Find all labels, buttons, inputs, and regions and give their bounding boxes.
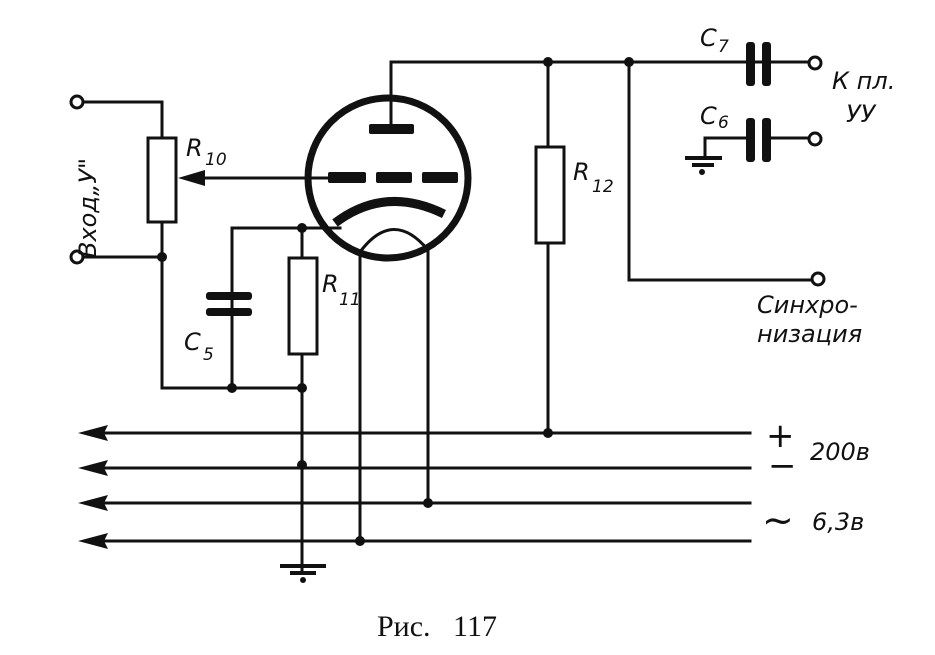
ground-icon (699, 169, 705, 175)
arrow-left-icon (78, 495, 108, 511)
tube-envelope (304, 94, 472, 262)
cathode-network (206, 223, 342, 583)
junction-dot (543, 428, 553, 438)
capacitor-c7-plate (746, 42, 755, 86)
anode-wire (389, 60, 787, 66)
bus-ac-symbol: ~ (762, 498, 794, 542)
r12-label-letter: R (573, 158, 590, 186)
input-label: Вход„У" (74, 158, 102, 258)
c7-label-sub: 7 (718, 37, 729, 57)
r10-label-sub: 10 (205, 150, 227, 170)
output-terminal-1[interactable] (807, 55, 823, 71)
heater-filament (358, 228, 430, 253)
r11-label-sub: 11 (339, 290, 361, 310)
sync-label-line2: низация (757, 320, 862, 348)
c7-label-letter: C (700, 24, 717, 52)
c5-label-sub: 5 (203, 345, 214, 365)
anode-plate (369, 124, 414, 134)
junction-dot (227, 383, 237, 393)
bus-plus-label: + (766, 416, 795, 456)
triode-tube (304, 62, 472, 546)
c6-label-sub: 6 (718, 113, 729, 133)
capacitor-c6-plate (746, 118, 755, 162)
arrow-left-icon (78, 425, 108, 441)
arrow-left-icon (78, 533, 108, 549)
wire (160, 220, 307, 390)
resistor-r10 (146, 136, 178, 224)
arrow-left-icon (78, 460, 108, 476)
input-section (69, 94, 332, 390)
sync-label-line1: Синхро- (757, 291, 858, 319)
c5-label-letter: C (184, 328, 201, 356)
junction-dot (297, 383, 307, 393)
figure-caption: Рис. 117 (377, 610, 497, 643)
output-label-line1: К пл. (832, 67, 895, 95)
junction-dot (297, 460, 307, 470)
grid-segment (328, 172, 366, 183)
r10-label-letter: R (186, 134, 203, 162)
resistor-r12 (534, 145, 566, 245)
capacitor-c5-plate (206, 308, 252, 316)
input-terminal-top[interactable] (69, 94, 85, 110)
capacitor-c7-plate (762, 42, 771, 86)
output-terminal-2[interactable] (807, 131, 823, 147)
junction-dot (157, 252, 167, 262)
bus-ac-voltage-label: 6,3в (812, 508, 864, 536)
junction-dot (355, 536, 365, 546)
output-label-line2: УУ (846, 100, 877, 128)
power-bus (78, 425, 752, 549)
sync-terminal[interactable] (810, 271, 826, 287)
c6-label-letter: C (700, 102, 717, 130)
resistor-r11 (287, 256, 319, 356)
wiper-arrow-icon (178, 170, 205, 186)
wire (703, 136, 748, 159)
anode-network (389, 42, 826, 438)
cathode (332, 196, 446, 227)
sync-wire (627, 60, 814, 282)
r11-label-letter: R (322, 270, 339, 298)
wire (81, 100, 164, 140)
r12-label-sub: 12 (592, 177, 614, 197)
capacitor-c5-plate (206, 292, 252, 300)
bus-dc-voltage-label: 200в (810, 438, 870, 466)
junction-dot (423, 498, 433, 508)
ground-icon (300, 577, 306, 583)
bus-minus-label: − (768, 446, 797, 486)
grid-segment (422, 172, 458, 183)
capacitor-c6-plate (762, 118, 771, 162)
grid-segment (376, 172, 412, 183)
